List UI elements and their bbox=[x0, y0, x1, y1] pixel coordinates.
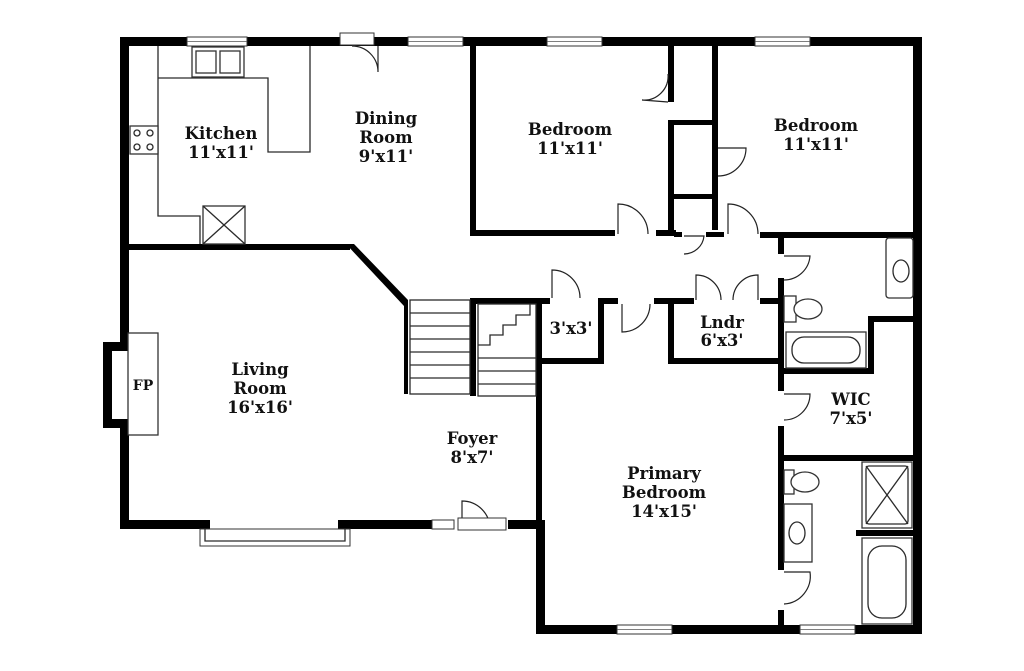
dining-name-line2: Room bbox=[359, 128, 413, 147]
living-name-line1: Living bbox=[231, 360, 289, 379]
fireplace: FP bbox=[103, 332, 159, 436]
closet-size: 3'x3' bbox=[550, 319, 593, 338]
bedroom2-size: 11'x11' bbox=[783, 135, 849, 154]
fireplace-label: FP bbox=[133, 378, 154, 394]
kitchen-fixtures bbox=[129, 46, 311, 245]
exterior-walls bbox=[120, 37, 922, 634]
doors bbox=[339, 32, 811, 605]
foyer-size: 8'x7' bbox=[451, 448, 494, 467]
interior-walls bbox=[120, 37, 922, 634]
dining-size: 9'x11' bbox=[359, 147, 413, 166]
bathroom-fixtures bbox=[783, 237, 914, 625]
staircase bbox=[409, 299, 537, 397]
bedroom2-name: Bedroom bbox=[774, 116, 859, 135]
kitchen-name: Kitchen bbox=[185, 124, 258, 143]
primary-name-line1: Primary bbox=[627, 464, 701, 483]
bedroom1-name: Bedroom bbox=[528, 120, 613, 139]
wic-size: 7'x5' bbox=[830, 409, 873, 428]
primary-name-line2: Bedroom bbox=[622, 483, 707, 502]
windows bbox=[186, 36, 856, 635]
laundry-size: 6'x3' bbox=[701, 331, 744, 350]
dining-name-line1: Dining bbox=[355, 109, 418, 128]
living-size: 16'x16' bbox=[227, 398, 293, 417]
laundry-name: Lndr bbox=[700, 313, 744, 332]
room-labels: Kitchen 11'x11' Dining Room 9'x11' Bedro… bbox=[185, 109, 873, 521]
living-name-line2: Room bbox=[233, 379, 287, 398]
bedroom1-size: 11'x11' bbox=[537, 139, 603, 158]
wic-name: WIC bbox=[830, 390, 870, 409]
primary-size: 14'x15' bbox=[631, 502, 697, 521]
stove-icon bbox=[129, 125, 159, 155]
kitchen-size: 11'x11' bbox=[188, 143, 254, 162]
foyer-name: Foyer bbox=[447, 429, 498, 448]
